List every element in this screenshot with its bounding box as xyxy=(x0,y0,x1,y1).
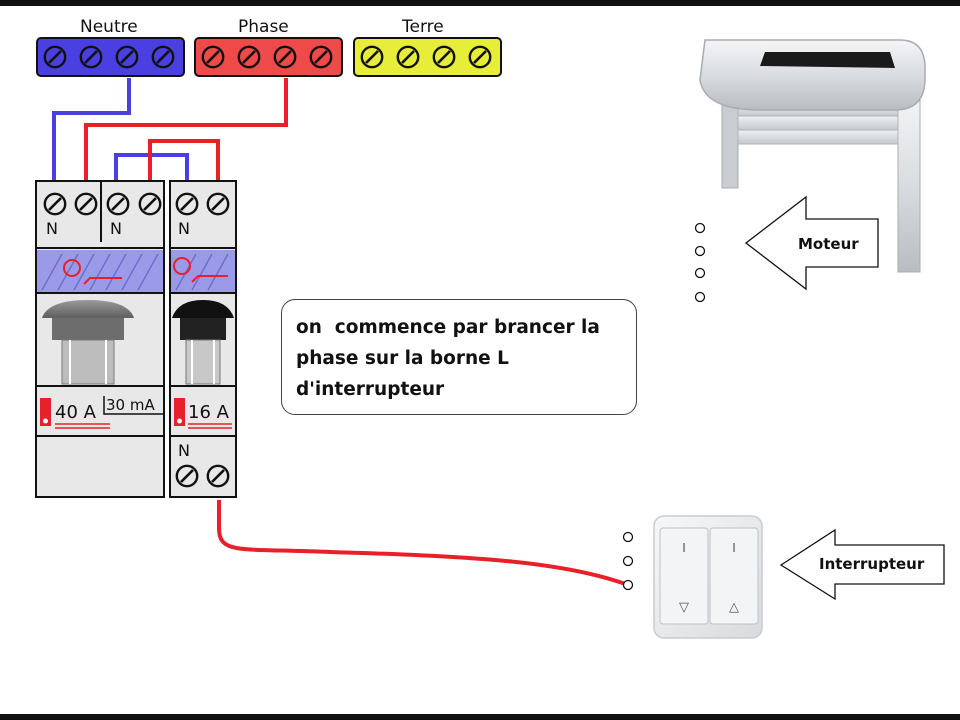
breaker-16a-lever xyxy=(172,300,234,385)
shutter-motor-image xyxy=(699,39,926,273)
shutter-switch-image[interactable]: I I ▽ △ xyxy=(653,515,763,639)
instruction-line-2: phase sur la borne L xyxy=(296,348,509,369)
breaker-differential-lever xyxy=(42,300,134,385)
breaker-16a-rating: 16 A xyxy=(188,402,230,423)
switch-arrow-callout: Interrupteur xyxy=(779,528,945,601)
switch-rocker-up[interactable] xyxy=(709,527,759,625)
terminal-block-neutre: Neutre xyxy=(36,17,185,77)
breaker-16a-rating-bar xyxy=(174,398,185,426)
instruction-line-3: d'interrupteur xyxy=(296,379,445,400)
breaker-differential: N N 40 A 30 mA xyxy=(35,180,165,498)
switch-terminal-dots xyxy=(622,531,634,591)
switch-left-top-mark: I xyxy=(682,541,686,555)
terminal-strip-phase xyxy=(194,37,343,77)
breaker-differential-rating-bar xyxy=(40,398,51,426)
motor-arrow-callout: Moteur xyxy=(744,195,879,291)
instruction-callout: on commence par brancer la phase sur la … xyxy=(281,299,637,415)
switch-down-arrow-icon: ▽ xyxy=(679,600,689,615)
breaker-16a-terminal-top: N xyxy=(178,219,190,238)
switch-arrow-label: Interrupteur xyxy=(819,555,925,573)
breaker-differential-rating: 40 A xyxy=(55,402,97,423)
switch-up-arrow-icon: △ xyxy=(729,600,739,615)
breaker-16a-test-mark xyxy=(173,257,228,283)
test-button-mark xyxy=(63,259,122,285)
switch-right-top-mark: I xyxy=(732,541,736,555)
shutter-housing xyxy=(699,39,926,111)
breaker-differential-terminal-n2: N xyxy=(110,219,122,238)
switch-rocker-down[interactable] xyxy=(659,527,709,625)
breaker-differential-terminal-n1: N xyxy=(46,219,58,238)
terminal-label-phase: Phase xyxy=(238,17,289,37)
breaker-16a: N 16 A N xyxy=(169,180,237,498)
motor-terminal-dots xyxy=(694,222,706,303)
terminal-block-phase: Phase xyxy=(194,17,343,77)
instruction-line-1: on commence par brancer la xyxy=(296,317,600,338)
breaker-differential-sensitivity: 30 mA xyxy=(106,396,155,414)
wire-phase-to-switch xyxy=(217,500,629,587)
terminal-strip-terre xyxy=(353,37,502,77)
terminal-label-neutre: Neutre xyxy=(80,17,138,37)
shutter-housing-slot xyxy=(760,52,895,68)
wire-neutral-main xyxy=(52,78,131,182)
terminal-strip-neutre xyxy=(36,37,185,77)
wire-phase-main xyxy=(84,78,288,182)
motor-arrow-label: Moteur xyxy=(798,235,859,253)
terminal-label-terre: Terre xyxy=(401,17,444,37)
wire-phase-bridge xyxy=(148,139,220,182)
breaker-16a-terminal-bottom: N xyxy=(178,441,190,460)
wires xyxy=(52,78,629,587)
terminal-block-terre: Terre xyxy=(353,17,502,77)
